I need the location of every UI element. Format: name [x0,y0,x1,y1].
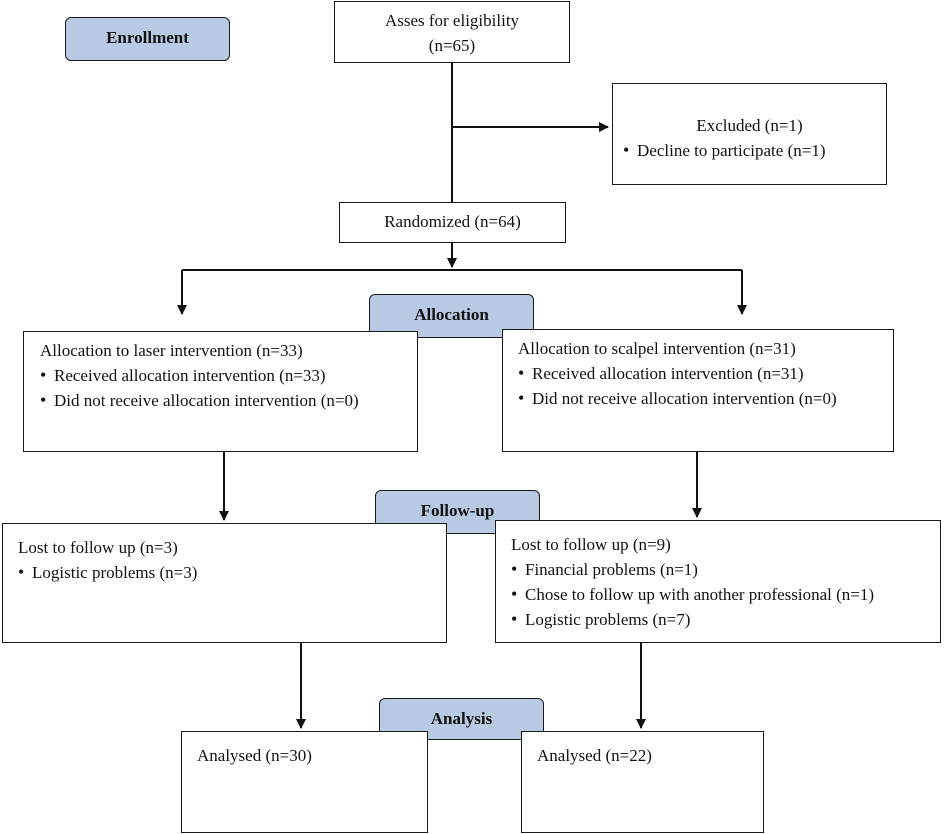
randomized-label: Randomized (n=64) [384,212,521,231]
allocation-laser-item: Did not receive allocation intervention … [40,388,417,413]
allocation-laser-title: Allocation to laser intervention (n=33) [40,341,303,360]
followup-scalpel-box: Lost to follow up (n=9) Financial proble… [495,520,941,643]
allocation-scalpel-title: Allocation to scalpel intervention (n=31… [518,339,796,358]
analysis-laser-label: Analysed (n=30) [197,746,312,765]
eligibility-box: Asses for eligibility (n=65) [334,1,570,63]
followup-scalpel-item: Logistic problems (n=7) [511,607,940,632]
allocation-scalpel-box: Allocation to scalpel intervention (n=31… [502,329,894,452]
randomized-box: Randomized (n=64) [339,202,566,243]
followup-scalpel-item: Chose to follow up with another professi… [511,582,940,607]
followup-laser-box: Lost to follow up (n=3) Logistic problem… [2,523,447,643]
followup-scalpel-title: Lost to follow up (n=9) [511,535,671,554]
eligibility-label: Asses for eligibility [384,11,520,30]
excluded-title: Excluded (n=1) [696,116,803,135]
followup-laser-item: Logistic problems (n=3) [18,560,446,585]
analysis-scalpel-label: Analysed (n=22) [537,746,652,765]
stage-enrollment: Enrollment [65,17,230,61]
allocation-laser-item: Received allocation intervention (n=33) [40,363,417,388]
followup-scalpel-item: Financial problems (n=1) [511,557,940,582]
followup-laser-title: Lost to follow up (n=3) [18,538,178,557]
allocation-scalpel-item: Did not receive allocation intervention … [518,386,893,411]
eligibility-count: (n=65) [428,36,476,55]
analysis-scalpel-box: Analysed (n=22) [521,731,764,833]
allocation-scalpel-item: Received allocation intervention (n=31) [518,361,893,386]
analysis-laser-box: Analysed (n=30) [181,731,428,833]
allocation-laser-box: Allocation to laser intervention (n=33) … [23,331,418,452]
excluded-box: Excluded (n=1) Decline to participate (n… [612,83,887,185]
excluded-item: Decline to participate (n=1) [623,138,886,163]
